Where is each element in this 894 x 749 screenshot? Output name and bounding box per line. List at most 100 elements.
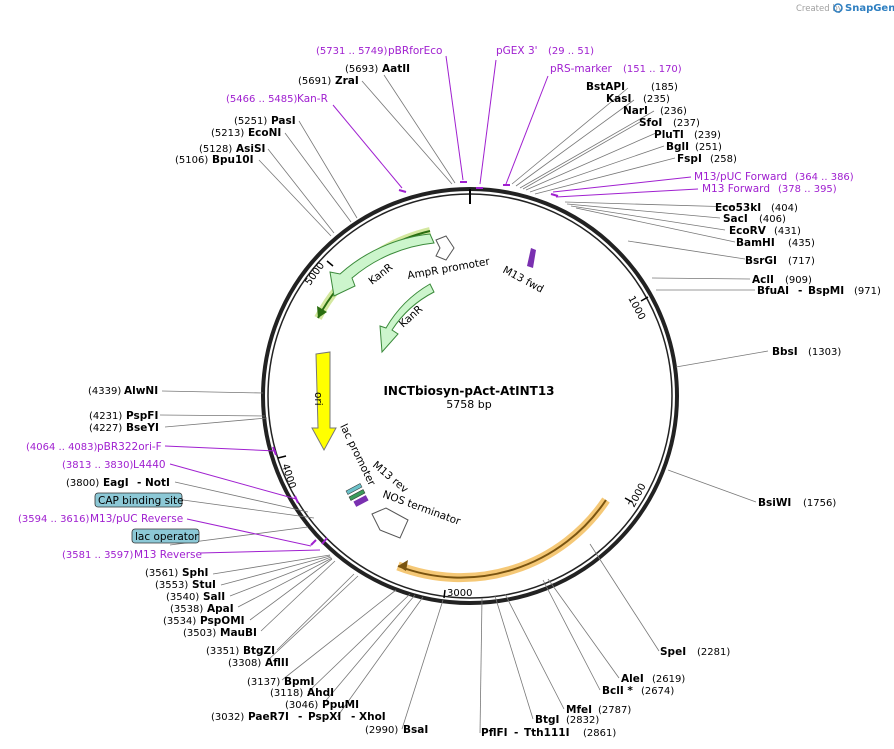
site-stui-pos: (3553): [155, 580, 188, 591]
tick-2000: [624, 497, 633, 503]
primer-kanr-pos: (5466 .. 5485): [226, 94, 298, 105]
primer-m13puc-fwd[interactable]: M13/pUC Forward: [694, 171, 787, 183]
site-ppumi[interactable]: PpuMI: [322, 699, 359, 711]
lac-operator-box[interactable]: [131, 528, 200, 544]
nos-terminator-arrow[interactable]: [371, 507, 409, 539]
m13-fwd-arrow[interactable]: [527, 248, 536, 268]
cap-binding-site-box[interactable]: [94, 492, 183, 508]
cap-binding-site-label: CAP binding site: [98, 495, 184, 507]
site-acli-pos: (909): [785, 275, 812, 286]
primer-pgex3[interactable]: pGEX 3': [496, 45, 538, 57]
site-btgi[interactable]: BtgI: [535, 714, 559, 726]
site-mfei[interactable]: MfeI: [566, 704, 592, 716]
site-saci[interactable]: SacI: [723, 213, 748, 225]
lac-operator-feature[interactable]: [345, 483, 363, 495]
created-by-text: Created by: [796, 4, 843, 14]
site-pflfi[interactable]: PflFI: [481, 727, 508, 739]
site-pspfi[interactable]: PspFI: [126, 410, 158, 422]
site-bsiwi[interactable]: BsiWI: [758, 497, 791, 509]
site-pspfi-pos: (4231): [89, 411, 122, 422]
site-tth111i[interactable]: Tth111I: [524, 727, 569, 739]
site-nari[interactable]: NarI: [623, 105, 648, 117]
site-pspomi[interactable]: PspOMI: [200, 615, 245, 627]
lac-promoter-label: lac promoter: [337, 422, 378, 488]
site-bpu10i[interactable]: Bpu10I: [212, 154, 254, 166]
site-stui[interactable]: StuI: [192, 579, 216, 591]
site-bsai[interactable]: BsaI: [403, 724, 428, 736]
site-pasi[interactable]: PasI: [271, 115, 296, 127]
m13-rev-feature[interactable]: [353, 495, 369, 507]
site-bspmi[interactable]: BspMI: [808, 285, 844, 297]
site-xhoi[interactable]: XhoI: [359, 711, 386, 723]
primer-l4440[interactable]: L4440: [133, 459, 166, 471]
site-eagi[interactable]: EagI: [103, 477, 129, 489]
site-nari-pos: (236): [660, 106, 687, 117]
lac-promoter-feature[interactable]: [348, 489, 366, 501]
site-acli[interactable]: AclI: [752, 274, 774, 286]
site-paer7i-sep: -: [298, 711, 302, 723]
primer-pgex3-pos: (29 .. 51): [548, 46, 594, 57]
site-bcli[interactable]: BclI *: [602, 685, 633, 697]
site-aflii[interactable]: AflII: [265, 657, 289, 669]
primer-m13-rev[interactable]: M13 Reverse: [134, 549, 202, 561]
ori-label: ori: [312, 392, 324, 406]
site-zrai[interactable]: ZraI: [335, 75, 359, 87]
site-btgzi[interactable]: BtgZI: [243, 645, 275, 657]
site-bpmi-pos: (3137): [247, 677, 280, 688]
site-bsiwi-pos: (1756): [803, 498, 836, 509]
kanr-outer-arrow[interactable]: [329, 233, 435, 297]
site-ecorv[interactable]: EcoRV: [729, 225, 767, 237]
site-sfoi-pos: (237): [673, 118, 700, 129]
site-spei[interactable]: SpeI: [660, 646, 686, 658]
site-pspxi[interactable]: PspXI: [308, 711, 341, 723]
site-bseyi[interactable]: BseYI: [126, 422, 159, 434]
ori-arrow[interactable]: [311, 351, 337, 452]
site-alwni[interactable]: AlwNI: [124, 385, 158, 397]
kanr-inner-arrow[interactable]: [379, 283, 435, 354]
site-paer7i[interactable]: PaeR7I: [248, 711, 289, 723]
primer-pbr322ori[interactable]: pBR322ori-F: [97, 441, 162, 453]
primer-pbrforeco[interactable]: pBRforEco: [388, 45, 442, 57]
site-bstapi[interactable]: BstAPI: [586, 81, 625, 93]
primer-m13-fwd[interactable]: M13 Forward: [702, 183, 770, 195]
primer-m13-fwd-pos: (378 .. 395): [778, 184, 837, 195]
site-bfuai[interactable]: BfuAI: [757, 285, 789, 297]
site-apai-pos: (3538): [170, 604, 203, 615]
primer-pbrforeco-pos: (5731 .. 5749): [316, 46, 388, 57]
site-bpu10i-pos: (5106): [175, 155, 208, 166]
site-bbsi[interactable]: BbsI: [772, 346, 798, 358]
site-sali[interactable]: SalI: [203, 591, 225, 603]
primer-m13puc-rev[interactable]: M13/pUC Reverse: [90, 513, 183, 525]
site-kasi-pos: (235): [643, 94, 670, 105]
ampr-promoter-label: AmpR promoter: [406, 256, 491, 282]
site-bgli[interactable]: BglI: [666, 141, 689, 153]
site-pflfi-sep: -: [514, 727, 518, 739]
site-eagi-pos: (3800): [66, 478, 99, 489]
site-noti[interactable]: NotI: [145, 477, 170, 489]
site-alei[interactable]: AleI: [621, 673, 644, 685]
site-sphi[interactable]: SphI: [182, 567, 208, 579]
primer-prsmarker[interactable]: pRS-marker: [550, 63, 613, 75]
site-fspi-pos: (258): [710, 154, 737, 165]
ampr-promoter-arrow[interactable]: [435, 235, 455, 261]
tick-label-3000: 3000: [447, 588, 472, 599]
site-econi[interactable]: EcoNI: [248, 127, 281, 139]
primer-kanr[interactable]: Kan-R: [297, 93, 328, 105]
site-bgli-pos: (251): [695, 142, 722, 153]
site-fspi[interactable]: FspI: [677, 153, 702, 165]
site-kasi[interactable]: KasI: [606, 93, 631, 105]
orf-arrowhead: [398, 560, 408, 571]
site-bsrgi[interactable]: BsrGI: [745, 255, 777, 267]
site-maubi[interactable]: MauBI: [220, 627, 257, 639]
site-apai[interactable]: ApaI: [207, 603, 234, 615]
site-bamhi[interactable]: BamHI: [736, 237, 775, 249]
site-eco53ki[interactable]: Eco53kI: [715, 202, 761, 214]
site-bpmi[interactable]: BpmI: [284, 676, 314, 688]
site-pluti[interactable]: PluTI: [654, 129, 684, 141]
site-aatii[interactable]: AatII: [382, 63, 410, 75]
tick-label-5000: 5000: [303, 261, 327, 288]
site-ahdi[interactable]: AhdI: [307, 687, 334, 699]
site-asisi[interactable]: AsiSI: [236, 143, 265, 155]
site-mfei-pos: (2787): [598, 705, 631, 716]
site-sfoi[interactable]: SfoI: [639, 117, 662, 129]
